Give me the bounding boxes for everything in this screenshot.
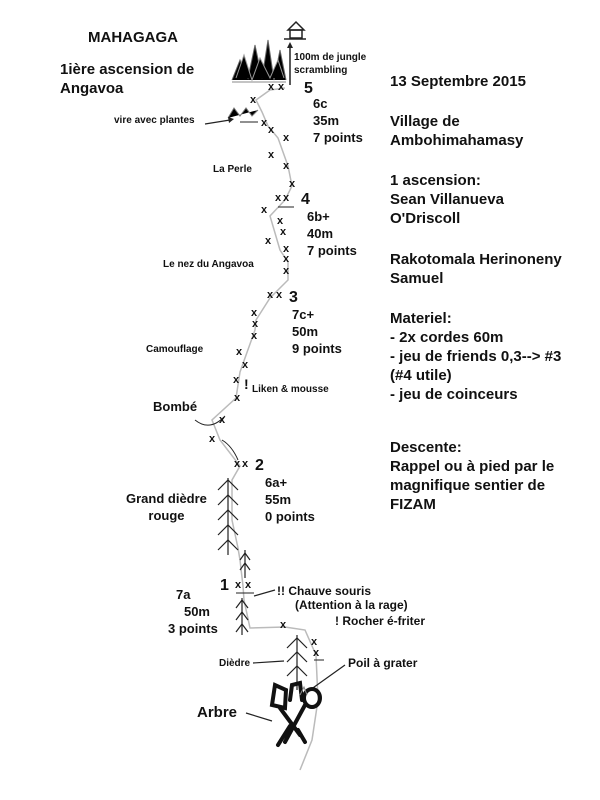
- bombe-roof: [194, 415, 226, 426]
- bolt-icon: x: [261, 204, 268, 216]
- pitch-1-number: 1: [220, 577, 229, 594]
- topo-title: MAHAGAGA: [88, 29, 178, 46]
- roof-2: [221, 439, 239, 461]
- info-materiel: Materiel:- 2x cordes 60m- jeu de friends…: [390, 310, 562, 403]
- bolt-icon: x: [283, 192, 290, 204]
- bolt-icon: x: [233, 374, 240, 386]
- bolt-icon: x: [276, 289, 283, 301]
- perle-label: La Perle: [213, 164, 252, 175]
- bolt-icon: x: [267, 289, 274, 301]
- bolt-icon: x: [275, 192, 282, 204]
- bolt-icon: x: [236, 346, 243, 358]
- rocher-label: ! Rocher é-friter: [335, 614, 426, 628]
- tree-icon: [269, 680, 322, 747]
- nez-label: Le nez du Angavoa: [163, 259, 254, 270]
- bolt-icon: x: [313, 647, 320, 659]
- bolt-icon: x: [265, 235, 272, 247]
- pitch-2-number: 2: [255, 457, 264, 474]
- pitch-3-number: 3: [289, 289, 298, 306]
- bolt-icon: x: [250, 94, 257, 106]
- bolt-icon: x: [278, 81, 285, 93]
- pitch-5-number: 5: [304, 80, 313, 97]
- bolt-icon: x: [280, 226, 287, 238]
- bolt-icon: x: [268, 81, 275, 93]
- plants-icon: [227, 107, 259, 123]
- diedre-label: Dièdre: [219, 658, 251, 669]
- bolt-icon: x: [245, 579, 252, 591]
- chauve-label: !! Chauve souris(Attention à la rage): [277, 584, 408, 612]
- vire-label: vire avec plantes: [114, 115, 195, 126]
- camouflage-label: Camouflage: [146, 344, 204, 355]
- subtitle-line-2: Angavoa: [60, 80, 124, 97]
- bolt-icon: x: [234, 458, 241, 470]
- poil-label: Poil à grater: [348, 656, 418, 670]
- bolt-icon: x: [242, 458, 249, 470]
- info-date: 13 Septembre 2015: [390, 73, 526, 90]
- bolt-icon: x: [277, 215, 284, 227]
- bolt-icon: x: [261, 117, 268, 129]
- excl-mark: !: [244, 376, 249, 392]
- liken-label: Liken & mousse: [252, 384, 329, 395]
- bolt-icon: x: [209, 433, 216, 445]
- bombe-label: Bombé: [153, 399, 198, 414]
- route-line: [211, 87, 319, 771]
- dihedral-icon: [217, 478, 308, 690]
- bolt-icon: x: [235, 579, 242, 591]
- arbre-label: Arbre: [197, 704, 238, 721]
- bolt-icon: x: [242, 359, 249, 371]
- bolt-icon: x: [280, 619, 287, 631]
- bolt-icon: x: [283, 243, 290, 255]
- jungle-icon: [231, 39, 287, 83]
- bolt-icon: x: [251, 330, 258, 342]
- bolt-icon: x: [251, 307, 258, 319]
- bolt-icon: x: [268, 124, 275, 136]
- bolt-icon: x: [234, 392, 241, 404]
- bolt-icon: x: [283, 132, 290, 144]
- bolt-icon: x: [283, 253, 290, 265]
- pitch-4-number: 4: [301, 191, 310, 208]
- bolt-icon: x: [283, 265, 290, 277]
- hair-icon: [299, 685, 308, 696]
- subtitle-line-1: 1ière ascension de: [60, 61, 195, 78]
- bolt-icon: x: [283, 160, 290, 172]
- bolt-icon: x: [311, 636, 318, 648]
- hut-icon: [284, 20, 306, 40]
- bolt-icon: x: [252, 318, 259, 330]
- bolt-icon: x: [268, 149, 275, 161]
- bolt-icon: x: [289, 178, 296, 190]
- bolt-icon: x: [219, 414, 226, 426]
